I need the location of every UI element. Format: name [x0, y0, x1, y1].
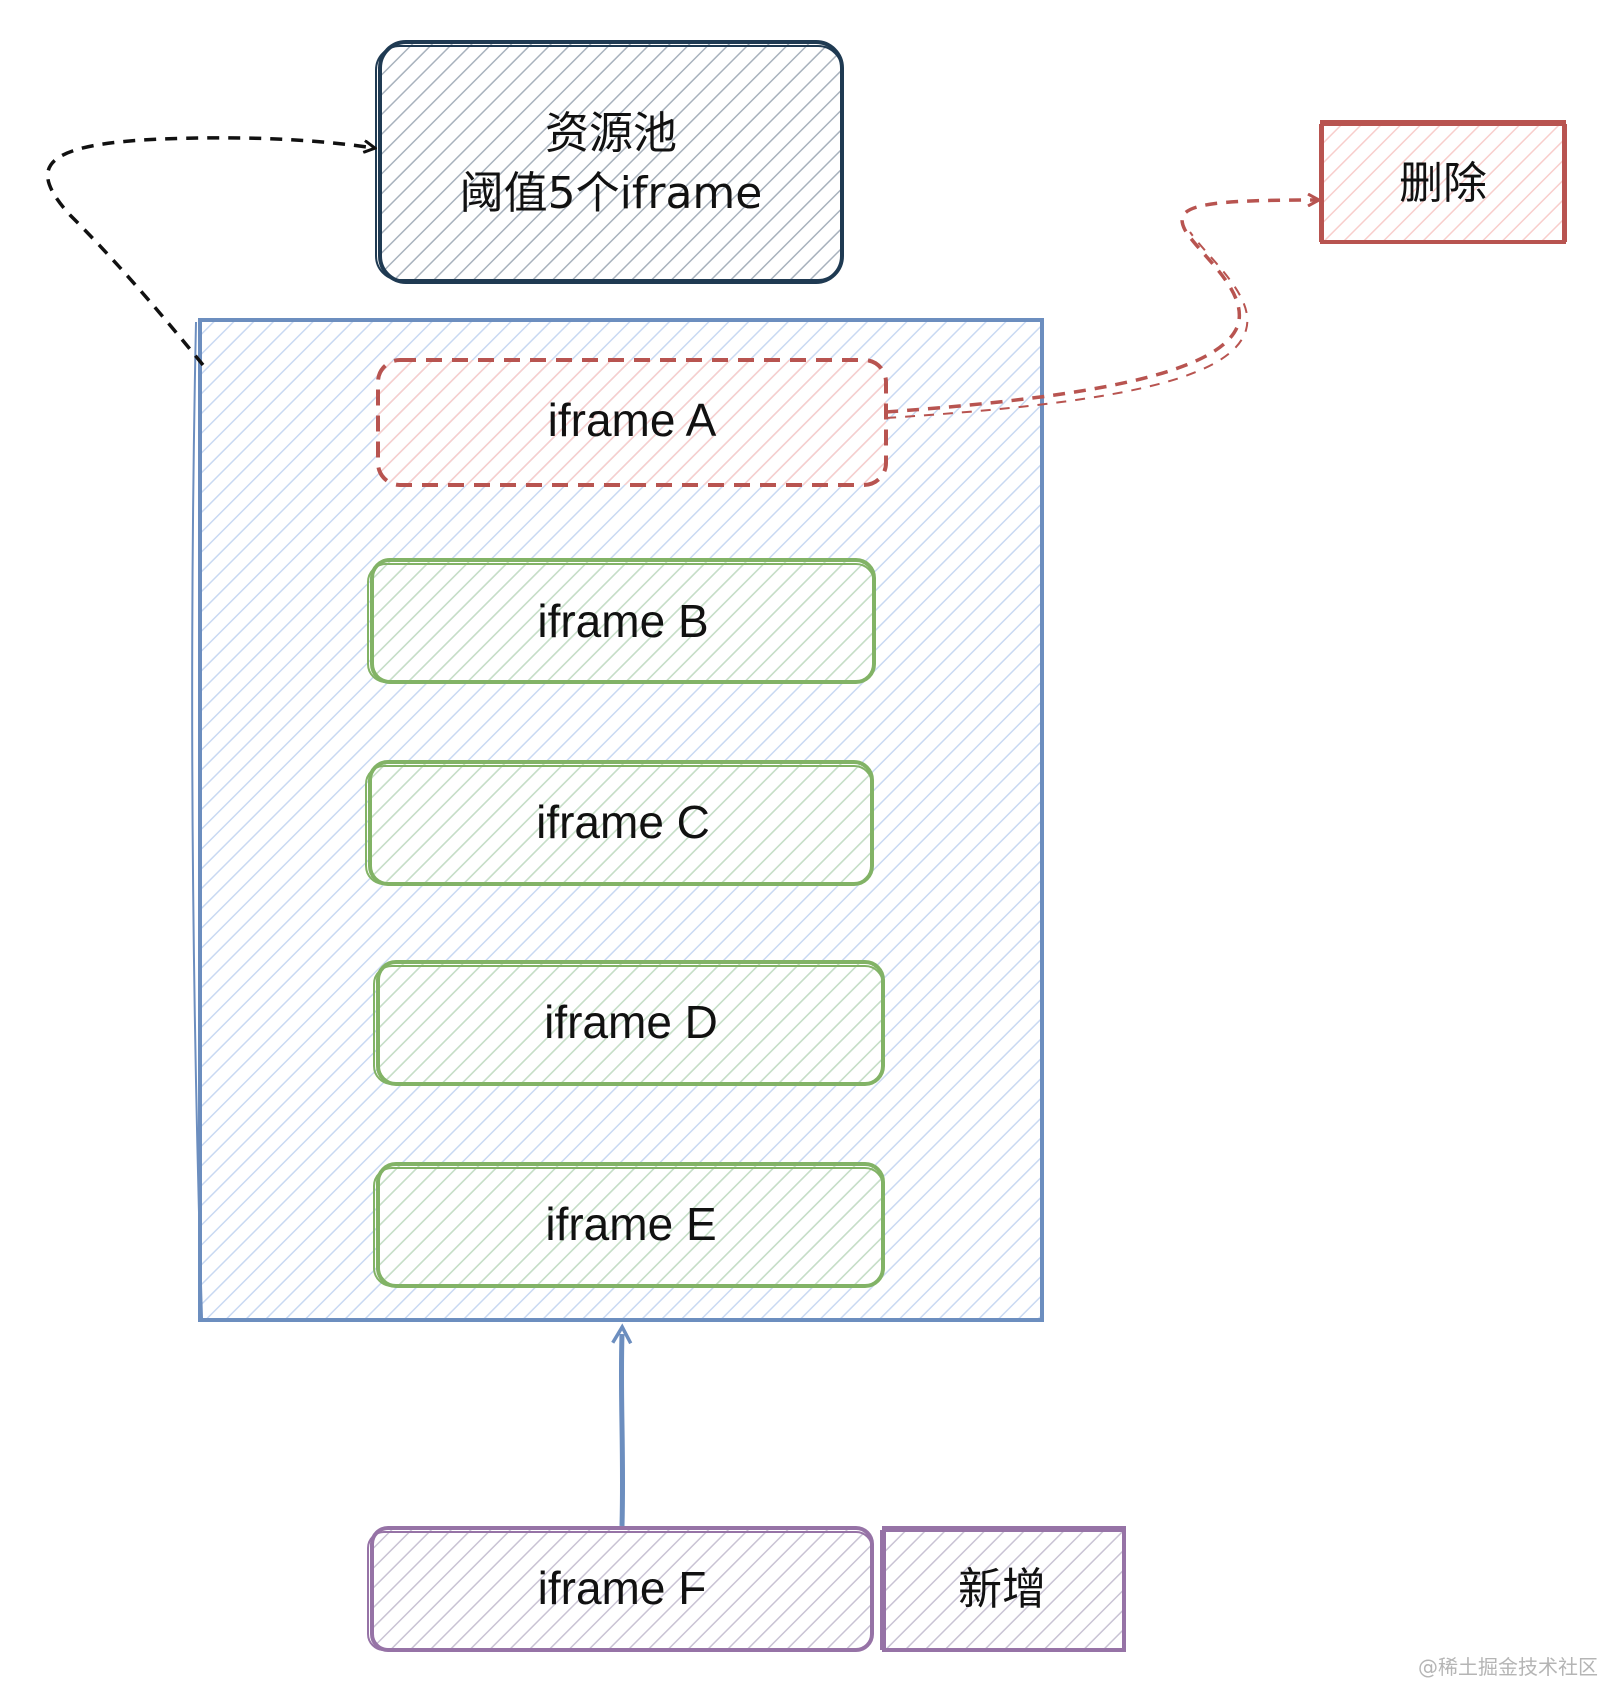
arrow-container-to-pool: [45, 136, 374, 367]
iframe-e-box: iframe E: [373, 1162, 885, 1288]
delete-label: 删除: [1399, 158, 1487, 209]
iframe-b-box: iframe B: [367, 558, 876, 684]
resource-pool-title: 资源池: [545, 108, 677, 159]
iframe-a-box: iframe A: [376, 358, 888, 487]
iframe-d-box: iframe D: [373, 960, 885, 1086]
add-box: 新增: [880, 1526, 1126, 1652]
resource-pool-box: 资源池 阈值5个iframe: [375, 40, 844, 284]
iframe-a-label: iframe A: [548, 394, 717, 446]
add-label: 新增: [958, 1564, 1046, 1615]
resource-pool-threshold: 阈值5个iframe: [460, 168, 763, 219]
iframe-d-label: iframe D: [544, 996, 718, 1048]
arrow-iframe-a-to-delete: [885, 200, 1318, 414]
delete-box: 删除: [1319, 120, 1567, 244]
iframe-f-label: iframe F: [538, 1562, 707, 1614]
iframe-c-label: iframe C: [536, 796, 710, 848]
iframe-e-label: iframe E: [545, 1198, 716, 1250]
iframe-f-box: iframe F: [367, 1526, 874, 1652]
watermark: @稀土掘金技术社区: [1418, 1655, 1598, 1679]
iframe-b-label: iframe B: [537, 595, 708, 647]
iframe-c-box: iframe C: [365, 760, 874, 886]
arrow-new-to-container: [611, 1323, 633, 1527]
